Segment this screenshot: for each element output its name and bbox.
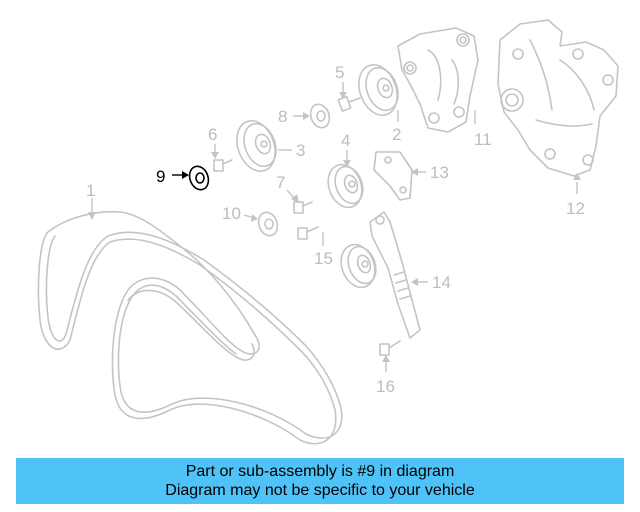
callout-3: 3 <box>296 141 305 160</box>
callout-10: 10 <box>222 204 241 223</box>
callout-9: 9 <box>156 167 165 186</box>
callout-15: 15 <box>314 249 333 268</box>
callout-1: 1 <box>86 181 95 200</box>
part-10-washer: 10 <box>222 204 279 237</box>
callout-4: 4 <box>341 131 350 150</box>
caption-line-2: Diagram may not be specific to your vehi… <box>165 482 475 499</box>
part-3-pulley: 3 <box>236 120 305 172</box>
callout-11: 11 <box>474 130 492 149</box>
part-4-pulley: 4 <box>327 131 364 209</box>
exploded-parts-diagram: 1 2 5 8 3 6 <box>37 19 619 445</box>
part-16-bolt: 16 <box>376 340 401 396</box>
part-8-washer: 8 <box>278 103 331 129</box>
callout-7: 7 <box>276 173 285 192</box>
callout-14: 14 <box>432 273 451 292</box>
part-12-mount-bracket: 12 <box>497 19 619 218</box>
callout-6: 6 <box>208 125 217 144</box>
part-2-idler-pulley: 2 <box>358 64 401 144</box>
part-14-tensioner: 14 <box>340 211 451 339</box>
callout-13: 13 <box>430 163 449 182</box>
callout-16: 16 <box>376 377 395 396</box>
part-7-bolt: 7 <box>276 173 313 214</box>
part-9-washer: 9 <box>156 165 210 191</box>
part-5-bolt: 5 <box>335 63 361 112</box>
info-banner: Part or sub-assembly is #9 in diagram Di… <box>16 458 624 504</box>
caption-line-1: Part or sub-assembly is #9 in diagram <box>185 463 455 480</box>
part-11-bracket: 11 <box>397 27 492 149</box>
callout-8: 8 <box>278 107 287 126</box>
callout-5: 5 <box>335 63 344 82</box>
callout-2: 2 <box>392 125 401 144</box>
part-15-bolt: 15 <box>297 226 333 268</box>
part-1-drive-belt: 1 <box>37 181 343 445</box>
part-6-bolt: 6 <box>208 125 233 172</box>
callout-12: 12 <box>566 199 585 218</box>
part-13-bracket: 13 <box>373 151 449 201</box>
